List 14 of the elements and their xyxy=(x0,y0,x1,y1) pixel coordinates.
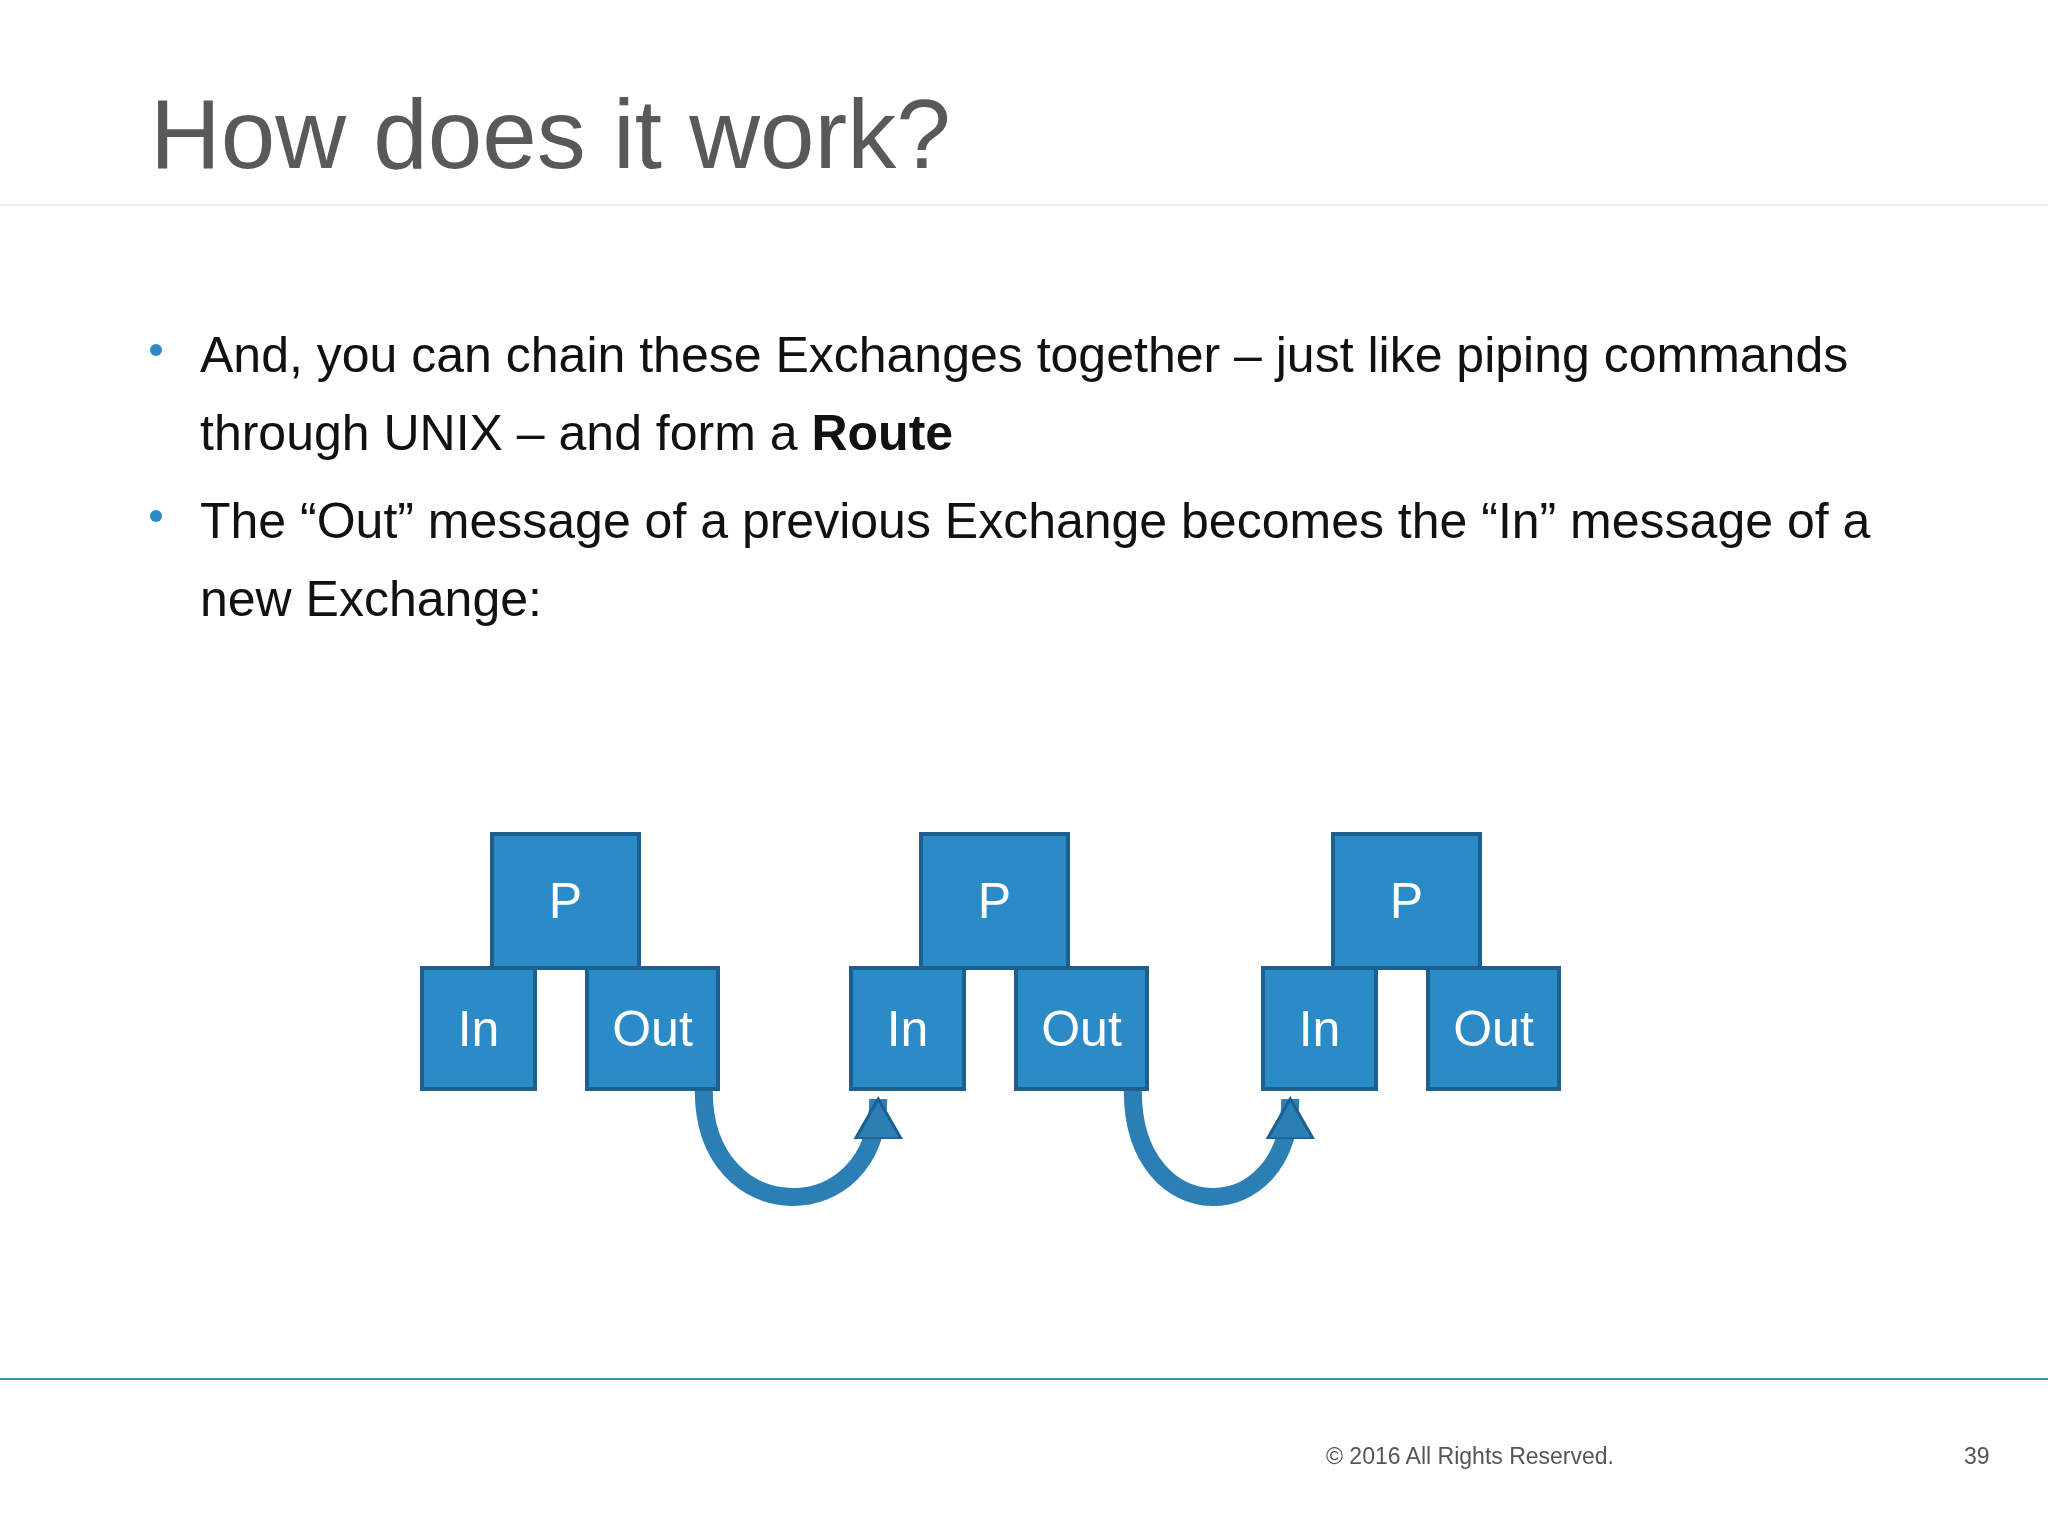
message-box: In xyxy=(1261,966,1378,1091)
page-number: 39 xyxy=(1964,1443,1990,1470)
bullet-text: The “Out” message of a previous Exchange becomes the “In” message of a new Exchange: xyxy=(200,492,1872,629)
slide-title: How does it work? xyxy=(150,78,951,191)
message-box: Out xyxy=(1014,966,1149,1091)
processor-box: P xyxy=(490,832,641,970)
message-box: In xyxy=(849,966,966,1091)
message-box: Out xyxy=(1426,966,1561,1091)
copyright-text: © 2016 All Rights Reserved. xyxy=(1326,1443,1614,1470)
message-box: Out xyxy=(585,966,720,1091)
processor-box: P xyxy=(919,832,1070,970)
processor-box: P xyxy=(1331,832,1482,970)
bullet-text: And, you can chain these Exchanges together – just like piping commands through UNIX – and form a Route xyxy=(200,326,1850,463)
message-box: In xyxy=(420,966,537,1091)
